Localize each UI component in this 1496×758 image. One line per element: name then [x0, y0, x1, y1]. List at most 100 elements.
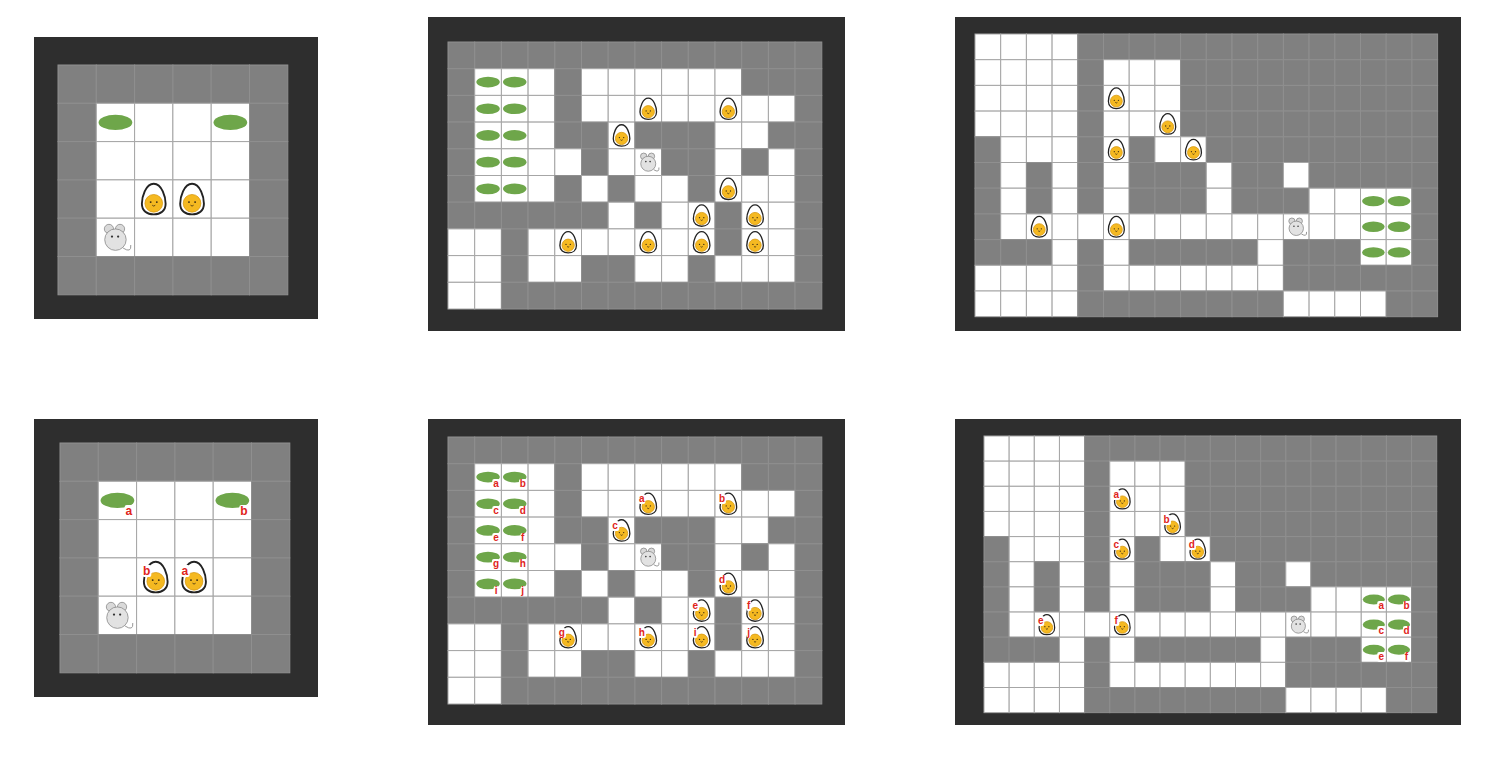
wall-cell: [1034, 587, 1059, 612]
wall-cell: [1412, 60, 1438, 86]
yolk-eye: [1114, 151, 1115, 152]
wall-cell: [1135, 688, 1160, 713]
floor-cell: [1104, 240, 1130, 266]
wall-cell: [768, 464, 795, 491]
wall-cell: [1181, 240, 1207, 266]
oval-shape: [503, 103, 526, 114]
wall-cell: [1181, 163, 1207, 189]
floor-cell: [1361, 188, 1387, 214]
floor-cell: [1009, 486, 1034, 511]
wall-cell: [475, 202, 502, 229]
floor-cell: [984, 662, 1009, 687]
wall-cell: [1412, 612, 1437, 637]
wall-cell: [1336, 511, 1361, 536]
wall-cell: [608, 42, 635, 69]
floor-cell: [1160, 511, 1185, 536]
yolk-mouth: [152, 205, 155, 207]
wall-cell: [742, 677, 769, 704]
wall-cell: [1210, 688, 1235, 713]
egg-yolk: [696, 212, 708, 224]
wall-cell: [555, 95, 582, 122]
wall-cell: [582, 256, 609, 283]
item-letter: a: [492, 479, 500, 489]
floor-cell: [1059, 537, 1084, 562]
item-letter: e: [1378, 652, 1386, 662]
wall-cell: [528, 677, 555, 704]
floor-cell: [448, 677, 475, 704]
yolk-mouth: [193, 583, 196, 585]
wall-cell: [501, 624, 528, 651]
wall-cell: [1129, 188, 1155, 214]
floor-cell: [975, 111, 1001, 137]
yolk-mouth: [701, 219, 703, 221]
floor-cell: [135, 142, 173, 180]
floor-cell: [1001, 291, 1027, 317]
wall-cell: [1160, 637, 1185, 662]
wall-cell: [1335, 163, 1361, 189]
wall-cell: [795, 544, 822, 571]
wall-cell: [1386, 163, 1412, 189]
floor-cell: [475, 464, 502, 491]
egg-icon: [1185, 139, 1201, 160]
yolk-eye: [752, 244, 753, 245]
floor-cell: [1059, 637, 1084, 662]
floor-cell: [742, 229, 769, 256]
egg-shell: [747, 205, 764, 226]
yolk-mouth: [620, 534, 622, 536]
wall-cell: [448, 95, 475, 122]
egg-yolk: [1110, 224, 1122, 236]
floor-cell: [175, 596, 213, 634]
yolk-eye: [1195, 551, 1196, 552]
floor-cell: [635, 69, 662, 96]
egg-yolk: [642, 239, 654, 251]
floor-cell: [173, 180, 211, 218]
floor-cell: [448, 282, 475, 309]
wall-cell: [688, 42, 715, 69]
mouse-eye: [1297, 225, 1299, 227]
floor-cell: [1034, 688, 1059, 713]
wall-cell: [1412, 137, 1438, 163]
yolk-eye: [158, 579, 160, 581]
item-letter: b: [239, 505, 248, 517]
floor-cell: [528, 490, 555, 517]
wall-cell: [795, 42, 822, 69]
yolk-mouth: [754, 614, 756, 616]
yolk-eye: [703, 217, 704, 218]
wall-cell: [448, 571, 475, 598]
wall-cell: [608, 651, 635, 678]
yolk-mouth: [1121, 553, 1123, 555]
wall-cell: [582, 42, 609, 69]
grid-panel: [34, 37, 318, 319]
wall-cell: [98, 635, 136, 673]
wall-cell: [582, 544, 609, 571]
floor-cell: [1386, 214, 1412, 240]
wall-cell: [555, 122, 582, 149]
egg-shell: [693, 205, 710, 226]
wall-cell: [688, 122, 715, 149]
mouse-eye: [645, 556, 647, 558]
floor-cell: [475, 624, 502, 651]
mouse-icon: [104, 224, 130, 250]
floor-cell: [742, 122, 769, 149]
wall-cell: [60, 443, 98, 481]
oval-shape: [1388, 222, 1411, 232]
wall-cell: [608, 176, 635, 203]
wall-cell: [1361, 111, 1387, 137]
floor-cell: [1110, 461, 1135, 486]
floor-cell: [768, 624, 795, 651]
item-letter: b: [1402, 601, 1410, 611]
wall-cell: [555, 176, 582, 203]
yolk-eye: [730, 110, 731, 111]
floor-cell: [768, 95, 795, 122]
item-letter: b: [718, 494, 726, 504]
egg-icon: [1160, 114, 1176, 135]
yolk-eye: [650, 244, 651, 245]
item-letter: g: [558, 628, 566, 638]
floor-cell: [1386, 612, 1411, 637]
floor-cell: [1135, 486, 1160, 511]
floor-cell: [137, 558, 175, 596]
wall-cell: [1155, 34, 1181, 60]
egg-shell: [747, 232, 764, 253]
wall-cell: [1311, 486, 1336, 511]
wall-cell: [1309, 111, 1335, 137]
